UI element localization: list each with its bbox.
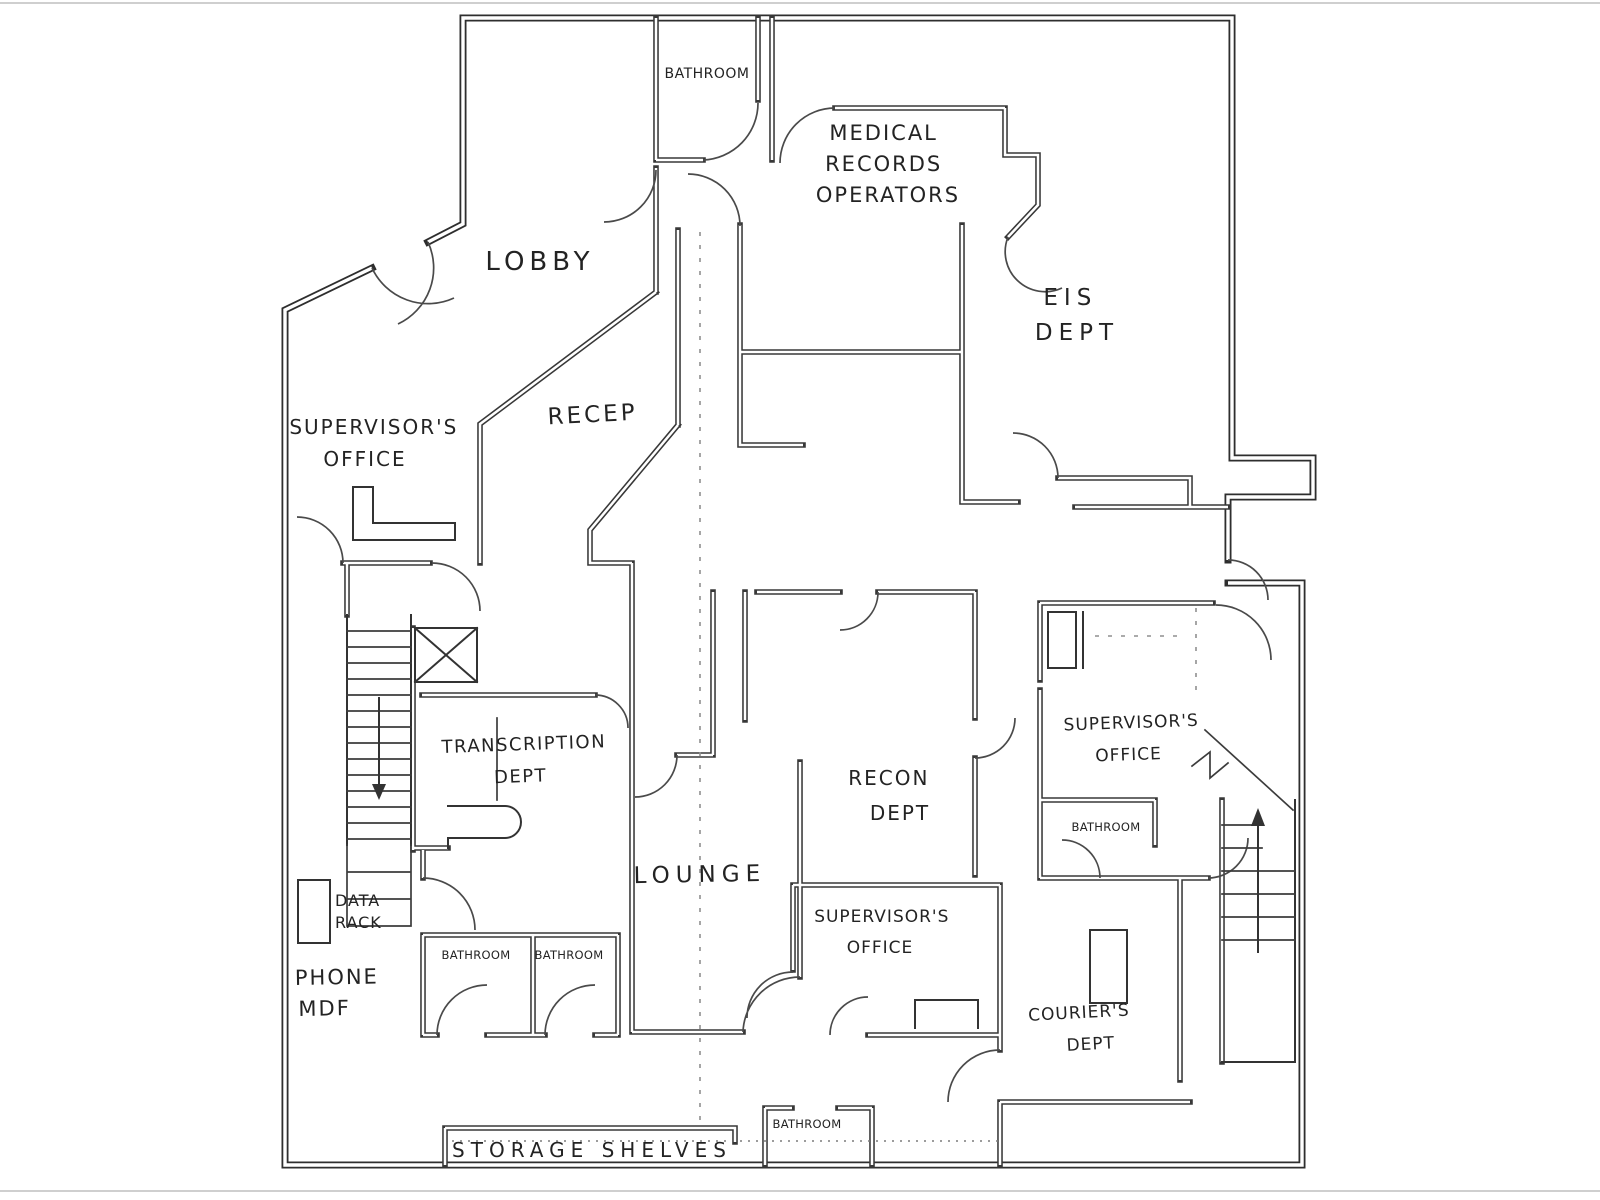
desk-supervisors-office-center [914, 999, 979, 1029]
transcription-counter [447, 805, 522, 849]
room-label-supervisors-office-left: SUPERVISOR'S OFFICE [289, 415, 466, 471]
room-label-bathroom-bottom: BATHROOM [773, 1117, 842, 1131]
room-label-bathroom-top: BATHROOM [664, 66, 749, 82]
staircase-west [346, 614, 412, 927]
room-label-bathroom-left-1: BATHROOM [442, 948, 511, 962]
scan-edge-top [0, 2, 1600, 4]
stairs-up-arrowhead-icon [1251, 808, 1265, 826]
center-fold-line [699, 232, 1197, 1128]
staircase-east-rails [1221, 799, 1296, 1063]
room-label-couriers-dept: COURIER'S DEPT [1028, 1000, 1139, 1058]
door-leaf-east-corridor [1203, 728, 1295, 812]
desk-room-top-right [1047, 611, 1084, 669]
desk-supervisors-office-left [352, 486, 456, 541]
room-label-lounge: LOUNGE [633, 861, 766, 889]
staircase-west-landing [346, 844, 412, 927]
desk-couriers-dept [1089, 929, 1128, 1004]
room-label-medical-records-operators: MEDICAL RECORDS OPERATORS [816, 121, 960, 207]
data-rack-box [297, 879, 331, 944]
label-storage-shelves: STORAGE SHELVES [452, 1138, 732, 1162]
room-label-bathroom-right: BATHROOM [1072, 820, 1141, 834]
shaft-x-box [413, 626, 479, 684]
label-data-rack: DATA RACK [335, 891, 386, 932]
room-label-eis-dept: EIS DEPT [1035, 285, 1119, 346]
room-label-transcription-dept: TRANSCRIPTION DEPT [440, 731, 615, 790]
room-label-supervisors-office-center: SUPERVISOR'S OFFICE [814, 907, 956, 958]
room-label-bathroom-left-2: BATHROOM [535, 948, 604, 962]
room-label-recep: RECEP [547, 400, 638, 431]
label-phone-mdf: PHONE MDF [295, 964, 389, 1021]
room-label-recon-dept: RECON DEPT [848, 766, 938, 825]
stairs-down-arrowhead-icon [372, 784, 386, 800]
room-label-lobby: LOBBY [485, 247, 594, 277]
door-swing-arcs [296, 102, 1272, 1103]
scan-edge-bottom [0, 1190, 1600, 1192]
room-label-supervisors-office-right: SUPERVISOR'S OFFICE [1063, 711, 1206, 768]
staircase-east [1221, 799, 1296, 1063]
wall-break-mark [1190, 750, 1230, 780]
